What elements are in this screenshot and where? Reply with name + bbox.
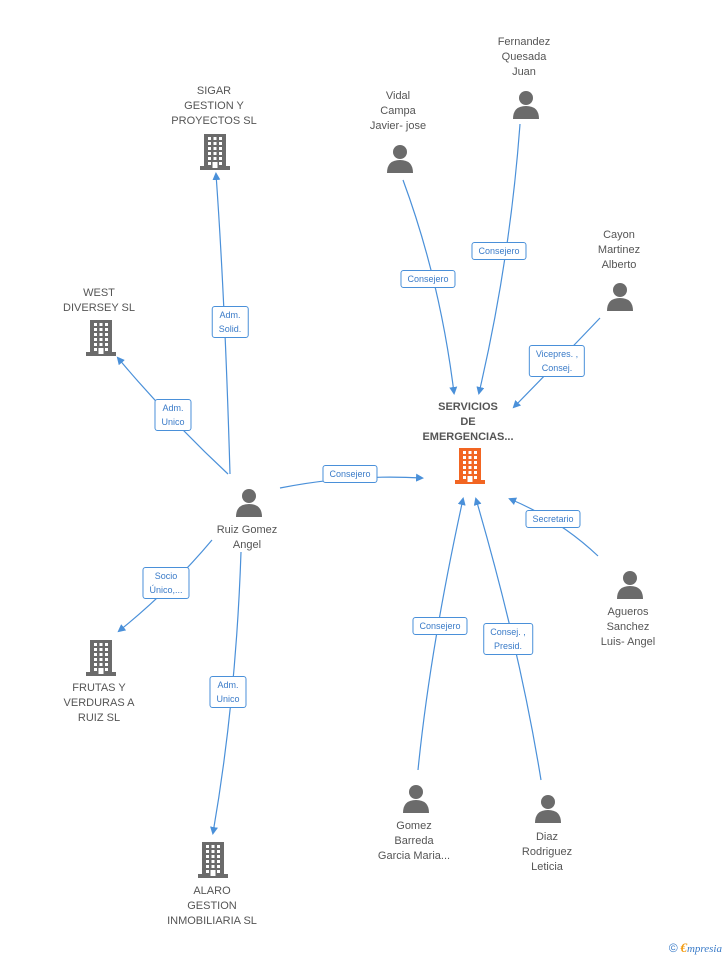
node-label-diaz[interactable]: Diaz Rodriguez Leticia <box>521 831 573 873</box>
person-icon[interactable] <box>605 281 635 316</box>
edge-label-ruiz-sigar[interactable]: Adm. Solid. <box>211 306 249 338</box>
building-icon[interactable] <box>200 134 230 175</box>
building-icon[interactable] <box>86 320 116 361</box>
node-label-servicios[interactable]: SERVICIOS DE EMERGENCIAS... <box>422 401 514 443</box>
building-icon[interactable] <box>86 640 116 681</box>
edge-label-agueros-servicios[interactable]: Secretario <box>525 510 581 528</box>
node-label-agueros[interactable]: Agueros Sanchez Luis- Angel <box>600 606 656 648</box>
node-label-west[interactable]: WEST DIVERSEY SL <box>63 287 135 314</box>
building-icon[interactable] <box>198 842 228 883</box>
edge-label-vidal-servicios[interactable]: Consejero <box>400 270 456 288</box>
edge-label-gomez-servicios[interactable]: Consejero <box>412 617 468 635</box>
building-icon[interactable] <box>455 448 485 489</box>
node-label-ruiz[interactable]: Ruiz Gomez Angel <box>216 524 278 551</box>
node-label-cayon[interactable]: Cayon Martinez Alberto <box>597 229 641 271</box>
person-icon[interactable] <box>234 487 264 522</box>
edge-gomez-servicios <box>417 497 466 771</box>
person-icon[interactable] <box>533 793 563 828</box>
node-label-vidal[interactable]: Vidal Campa Javier- jose <box>369 90 427 132</box>
brand-rest: mpresia <box>686 943 722 955</box>
brand-initial: € <box>680 940 687 955</box>
edge-label-diaz-servicios[interactable]: Consej. , Presid. <box>483 623 533 655</box>
node-label-gomez[interactable]: Gomez Barreda Garcia Maria... <box>377 820 451 862</box>
node-label-alaro[interactable]: ALARO GESTION INMOBILIARIA SL <box>167 885 257 927</box>
node-label-fernandez[interactable]: Fernandez Quesada Juan <box>497 36 551 78</box>
node-label-sigar[interactable]: SIGAR GESTION Y PROYECTOS SL <box>171 85 257 127</box>
empresia-logo: © €mpresia <box>669 940 722 956</box>
edge-label-cayon-servicios[interactable]: Vicepres. , Consej. <box>528 345 586 377</box>
copyright-symbol: © <box>668 941 678 955</box>
edge-label-ruiz-west[interactable]: Adm. Unico <box>154 399 192 431</box>
person-icon[interactable] <box>385 143 415 178</box>
edge-label-ruiz-servicios[interactable]: Consejero <box>322 465 378 483</box>
edge-label-ruiz-frutas[interactable]: Socio Único,... <box>142 567 190 599</box>
person-icon[interactable] <box>511 89 541 124</box>
node-label-frutas[interactable]: FRUTAS Y VERDURAS A RUIZ SL <box>63 682 135 724</box>
edge-label-ruiz-alaro[interactable]: Adm. Unico <box>209 676 247 708</box>
edge-label-fernandez-servicios[interactable]: Consejero <box>471 242 527 260</box>
person-icon[interactable] <box>401 783 431 818</box>
person-icon[interactable] <box>615 569 645 604</box>
